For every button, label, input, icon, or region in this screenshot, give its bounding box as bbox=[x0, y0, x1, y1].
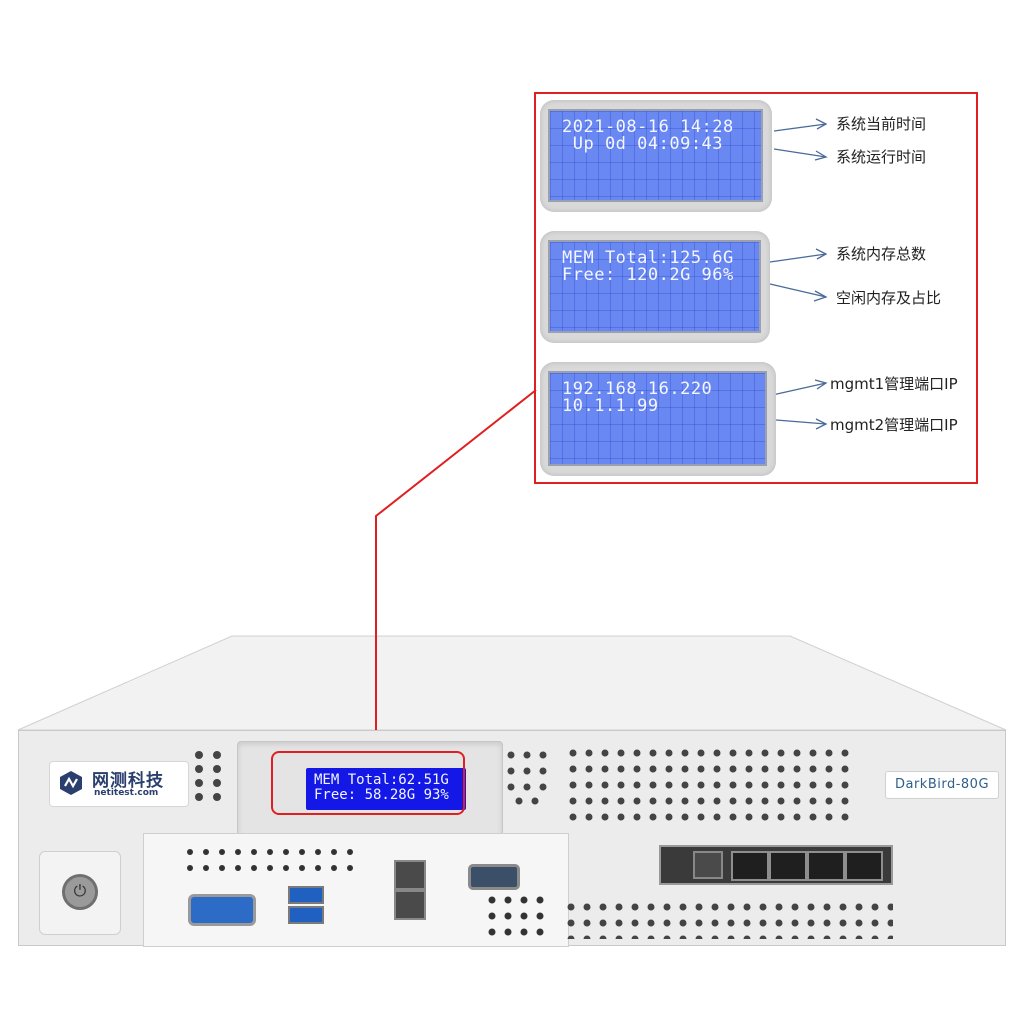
front-lcd-highlight bbox=[271, 751, 465, 815]
front-lcd-text: MEM Total:62.51G Free: 58.28G 93% bbox=[314, 773, 449, 803]
vent-holes-bottom-right bbox=[563, 899, 893, 939]
front-lcd-line-1: MEM Total:62.51G bbox=[314, 772, 449, 788]
lcd-line-2: 10.1.1.99 bbox=[562, 396, 659, 416]
lcd-line-1: 192.168.16.220 bbox=[562, 379, 713, 399]
front-lcd-screen: MEM Total:62.51G Free: 58.28G 93% bbox=[306, 768, 466, 810]
sfp-port-3[interactable] bbox=[807, 851, 845, 881]
io-vent-holes-right bbox=[488, 896, 544, 936]
sfp-port-2[interactable] bbox=[769, 851, 807, 881]
device-front-panel: 网测科技 netitest.com MEM Total:62.51G Free:… bbox=[18, 730, 1006, 947]
vent-holes-right bbox=[565, 745, 855, 821]
lcd-screen: 2021-08-16 14:28 Up 0d 04:09:43 bbox=[548, 109, 763, 202]
lcd-line-2: Free: 120.2G 96% bbox=[562, 265, 734, 285]
label-mgmt2-ip: mgmt2管理端口IP bbox=[830, 416, 958, 434]
callout-box bbox=[534, 92, 978, 484]
lcd-text: 192.168.16.220 10.1.1.99 bbox=[562, 381, 712, 415]
vent-holes-left bbox=[195, 751, 221, 801]
label-arrows bbox=[767, 118, 828, 430]
brand-name: 网测科技 bbox=[92, 771, 164, 791]
serial-port[interactable] bbox=[468, 864, 520, 890]
io-vent-holes bbox=[187, 849, 353, 871]
arrow-1 bbox=[773, 123, 827, 132]
chassis-top-surface bbox=[17, 635, 1007, 731]
lcd-panel-time: 2021-08-16 14:28 Up 0d 04:09:43 bbox=[540, 100, 772, 212]
power-icon: ⏻ bbox=[73, 881, 87, 900]
rj45-port-2[interactable] bbox=[394, 890, 426, 920]
label-system-uptime: 系统运行时间 bbox=[836, 148, 927, 166]
lcd-panel-ip: 192.168.16.220 10.1.1.99 bbox=[540, 362, 776, 476]
arrow-3 bbox=[769, 253, 827, 263]
power-button[interactable]: ⏻ bbox=[62, 874, 98, 910]
lcd-text: MEM Total:125.6G Free: 120.2G 96% bbox=[562, 250, 734, 284]
mgmt-rj45-port[interactable] bbox=[693, 851, 723, 879]
brand-logo-icon bbox=[60, 771, 82, 795]
lcd-screen: MEM Total:125.6G Free: 120.2G 96% bbox=[548, 240, 761, 333]
label-mgmt1-ip: mgmt1管理端口IP bbox=[830, 375, 958, 393]
arrow-4 bbox=[769, 283, 827, 298]
lcd-line-1: MEM Total:125.6G bbox=[562, 248, 734, 268]
label-system-current-time: 系统当前时间 bbox=[836, 115, 927, 133]
arrow-2 bbox=[773, 148, 827, 158]
brand-url: netitest.com bbox=[94, 788, 159, 798]
sfp-port-1[interactable] bbox=[731, 851, 769, 881]
arrow-5 bbox=[767, 382, 827, 397]
usb-port-1[interactable] bbox=[288, 886, 324, 904]
vent-holes-center bbox=[507, 751, 547, 805]
front-lcd-line-2: Free: 58.28G 93% bbox=[314, 787, 449, 803]
lcd-line-2: Up 0d 04:09:43 bbox=[562, 134, 724, 154]
lcd-panel-memory: MEM Total:125.6G Free: 120.2G 96% bbox=[540, 231, 770, 343]
callout-connector-line bbox=[375, 389, 537, 751]
label-free-memory: 空闲内存及占比 bbox=[836, 289, 942, 307]
sfp-port-4[interactable] bbox=[845, 851, 883, 881]
network-port-module bbox=[659, 845, 893, 885]
lcd-text: 2021-08-16 14:28 Up 0d 04:09:43 bbox=[562, 119, 734, 153]
brand-plate: 网测科技 netitest.com bbox=[49, 761, 189, 807]
usb-port-2[interactable] bbox=[288, 906, 324, 924]
vga-port[interactable] bbox=[188, 894, 256, 926]
io-panel bbox=[143, 833, 569, 947]
label-total-memory: 系统内存总数 bbox=[836, 245, 927, 263]
lcd-line-1: 2021-08-16 14:28 bbox=[562, 117, 734, 137]
power-button-plate: ⏻ bbox=[39, 851, 121, 935]
rj45-port-1[interactable] bbox=[394, 860, 426, 890]
model-label: DarkBird-80G bbox=[885, 771, 999, 799]
lcd-screen: 192.168.16.220 10.1.1.99 bbox=[548, 371, 767, 466]
arrow-6 bbox=[775, 419, 827, 425]
